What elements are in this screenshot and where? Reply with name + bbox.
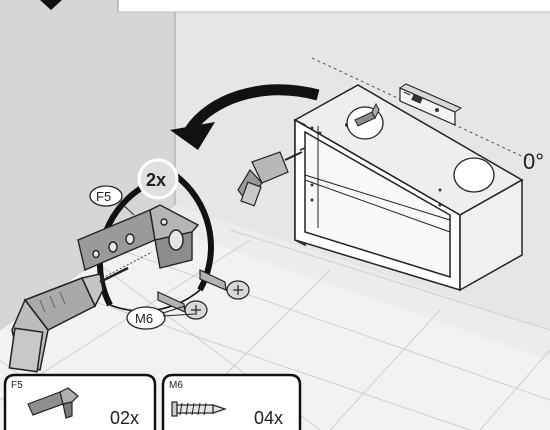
part-quantity-text: 02x bbox=[110, 408, 139, 428]
quantity-badge-text: 2x bbox=[146, 170, 166, 190]
parts-list: F5 02x M6 bbox=[5, 375, 300, 430]
part-code-text: F5 bbox=[11, 380, 23, 391]
part-box-f5: F5 02x bbox=[5, 375, 155, 430]
part-box-m6: M6 04x bbox=[163, 375, 300, 430]
part-label-text: F5 bbox=[96, 189, 111, 204]
quantity-badge: 2x bbox=[139, 160, 177, 198]
part-quantity-text: 04x bbox=[254, 408, 283, 428]
screw-label-text: M6 bbox=[135, 311, 153, 326]
part-code-text: M6 bbox=[169, 380, 183, 391]
level-angle-text: 0° bbox=[523, 149, 544, 174]
